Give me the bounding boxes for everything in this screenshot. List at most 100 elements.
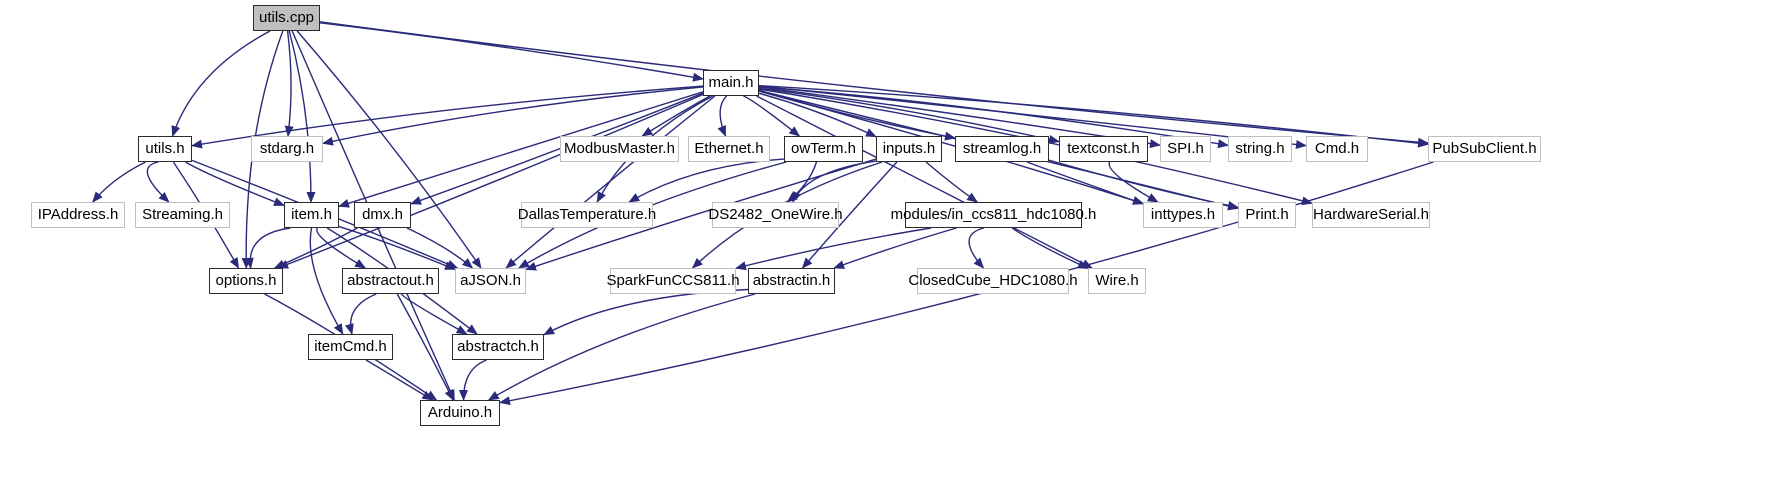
node-utils-h[interactable]: utils.h bbox=[138, 136, 192, 162]
node-label: modules/in_ccs811_hdc1080.h bbox=[890, 206, 1097, 223]
edge-utils-cpp-to-utils-h bbox=[171, 30, 271, 137]
node-label: ModbusMaster.h bbox=[564, 140, 675, 157]
node-spi-h[interactable]: SPI.h bbox=[1160, 136, 1211, 162]
node-arduino-h[interactable]: Arduino.h bbox=[420, 400, 500, 426]
edge-abstractout-h-to-itemcmd-h bbox=[345, 293, 377, 335]
node-itemcmd-h[interactable]: itemCmd.h bbox=[308, 334, 393, 360]
node-label: Cmd.h bbox=[1314, 140, 1360, 157]
node-label: SparkFunCCS811.h bbox=[606, 272, 740, 289]
node-label: utils.h bbox=[145, 140, 185, 157]
edge-textconst-h-to-inttypes-h bbox=[1108, 161, 1159, 203]
node-closedcube-hdc1080-h[interactable]: ClosedCube_HDC1080.h bbox=[908, 268, 1078, 294]
edge-abstractch-h-to-arduino-h bbox=[458, 359, 487, 401]
node-print-h[interactable]: Print.h bbox=[1238, 202, 1296, 228]
node-ds2482-onewire-h[interactable]: DS2482_OneWire.h bbox=[708, 202, 843, 228]
edge-abstractout-h-to-abstractch-h bbox=[400, 293, 468, 335]
edge-utils-h-to-item-h bbox=[185, 161, 285, 207]
edge-item-h-to-itemcmd-h bbox=[309, 227, 344, 335]
node-dallastemperature-h[interactable]: DallasTemperature.h bbox=[517, 202, 657, 228]
edge-inputs-h-to-ds2482-onewire-h bbox=[792, 160, 877, 203]
node-label: IPAddress.h bbox=[37, 206, 119, 223]
edge-main-h-to-inputs-h bbox=[758, 92, 877, 138]
node-inttypes-h[interactable]: inttypes.h bbox=[1143, 202, 1223, 228]
node-label: abstractch.h bbox=[457, 338, 539, 355]
edge-main-h-to-stdarg-h bbox=[322, 86, 704, 146]
node-ethernet-h[interactable]: Ethernet.h bbox=[688, 136, 770, 162]
node-inputs-h[interactable]: inputs.h bbox=[876, 136, 942, 162]
edge-utils-cpp-to-item-h bbox=[288, 30, 316, 203]
node-label: inttypes.h bbox=[1150, 206, 1216, 223]
node-main-h[interactable]: main.h bbox=[703, 70, 759, 96]
node-options-h[interactable]: options.h bbox=[209, 268, 283, 294]
node-stdarg-h[interactable]: stdarg.h bbox=[251, 136, 323, 162]
edge-modules-in-ccs811-hdc1080-h-to-sparkfunccs811-h bbox=[735, 227, 932, 271]
node-label: owTerm.h bbox=[790, 140, 857, 157]
node-dmx-h[interactable]: dmx.h bbox=[354, 202, 411, 228]
node-item-h[interactable]: item.h bbox=[284, 202, 339, 228]
edge-abstractin-h-to-abstractch-h bbox=[543, 288, 749, 336]
node-label: ClosedCube_HDC1080.h bbox=[908, 272, 1078, 289]
edge-main-h-to-streamlog-h bbox=[758, 89, 956, 141]
edge-abstractout-h-to-arduino-h bbox=[396, 293, 454, 401]
node-label: HardwareSerial.h bbox=[1313, 206, 1429, 223]
node-label: utils.cpp bbox=[258, 9, 315, 26]
edge-owterm-h-to-dallastemperature-h bbox=[628, 158, 785, 203]
edge-utils-h-to-ipaddress-h bbox=[92, 161, 146, 203]
node-label: DallasTemperature.h bbox=[517, 206, 657, 223]
node-sparkfunccs811-h[interactable]: SparkFunCCS811.h bbox=[606, 268, 740, 294]
node-label: aJSON.h bbox=[460, 272, 521, 289]
node-streaming-h[interactable]: Streaming.h bbox=[135, 202, 230, 228]
node-label: inputs.h bbox=[882, 140, 936, 157]
node-cmd-h[interactable]: Cmd.h bbox=[1306, 136, 1368, 162]
node-textconst-h[interactable]: textconst.h bbox=[1059, 136, 1148, 162]
edge-itemcmd-h-to-arduino-h bbox=[365, 359, 434, 401]
edge-main-h-to-options-h bbox=[277, 93, 704, 269]
edge-utils-cpp-to-pubsubclient-h bbox=[319, 21, 1429, 147]
edge-inputs-h-to-modules-in-ccs811-hdc1080-h bbox=[925, 161, 979, 203]
node-ajson-h[interactable]: aJSON.h bbox=[455, 268, 526, 294]
edge-utils-cpp-to-stdarg-h bbox=[284, 30, 294, 137]
node-label: main.h bbox=[708, 74, 754, 91]
edge-streamlog-h-to-inttypes-h bbox=[1026, 161, 1144, 205]
node-label: PubSubClient.h bbox=[1432, 140, 1537, 157]
edge-dmx-h-to-options-h bbox=[273, 227, 358, 269]
edge-main-h-to-wire-h bbox=[756, 95, 1093, 269]
node-label: textconst.h bbox=[1067, 140, 1140, 157]
node-streamlog-h[interactable]: streamlog.h bbox=[955, 136, 1049, 162]
edge-main-h-to-ajson-h bbox=[505, 95, 716, 269]
node-abstractin-h[interactable]: abstractin.h bbox=[748, 268, 835, 294]
node-utils-cpp[interactable]: utils.cpp bbox=[253, 5, 320, 31]
node-label: Streaming.h bbox=[142, 206, 223, 223]
node-abstractout-h[interactable]: abstractout.h bbox=[342, 268, 439, 294]
edge-utils-h-to-streaming-h bbox=[146, 161, 170, 203]
edge-main-h-to-owterm-h bbox=[743, 95, 801, 137]
node-label: abstractin.h bbox=[752, 272, 831, 289]
node-modules-in-ccs811-hdc1080-h[interactable]: modules/in_ccs811_hdc1080.h bbox=[891, 202, 1096, 228]
node-label: Wire.h bbox=[1095, 272, 1139, 289]
node-pubsubclient-h[interactable]: PubSubClient.h bbox=[1428, 136, 1541, 162]
node-label: string.h bbox=[1235, 140, 1285, 157]
node-modbusmaster-h[interactable]: ModbusMaster.h bbox=[560, 136, 679, 162]
edge-modules-in-ccs811-hdc1080-h-to-closedcube-hdc1080-h bbox=[968, 227, 985, 269]
node-label: Ethernet.h bbox=[694, 140, 764, 157]
node-ipaddress-h[interactable]: IPAddress.h bbox=[31, 202, 125, 228]
edge-main-h-to-textconst-h bbox=[758, 87, 1060, 144]
edge-owterm-h-to-ds2482-onewire-h bbox=[786, 161, 818, 203]
node-string-h[interactable]: string.h bbox=[1228, 136, 1292, 162]
edge-main-h-to-ethernet-h bbox=[717, 95, 728, 137]
node-label: abstractout.h bbox=[347, 272, 434, 289]
node-owterm-h[interactable]: owTerm.h bbox=[784, 136, 863, 162]
edge-main-h-to-modbusmaster-h bbox=[641, 95, 711, 137]
edge-modules-in-ccs811-hdc1080-h-to-abstractin-h bbox=[833, 227, 957, 269]
node-label: item.h bbox=[291, 206, 332, 223]
node-hardwareserial-h[interactable]: HardwareSerial.h bbox=[1312, 202, 1430, 228]
node-abstractch-h[interactable]: abstractch.h bbox=[452, 334, 544, 360]
edge-streamlog-h-to-print-h bbox=[1048, 159, 1239, 210]
node-label: SPI.h bbox=[1167, 140, 1204, 157]
node-label: Arduino.h bbox=[427, 404, 493, 421]
node-label: Print.h bbox=[1245, 206, 1289, 223]
node-label: stdarg.h bbox=[259, 140, 315, 157]
node-wire-h[interactable]: Wire.h bbox=[1088, 268, 1146, 294]
